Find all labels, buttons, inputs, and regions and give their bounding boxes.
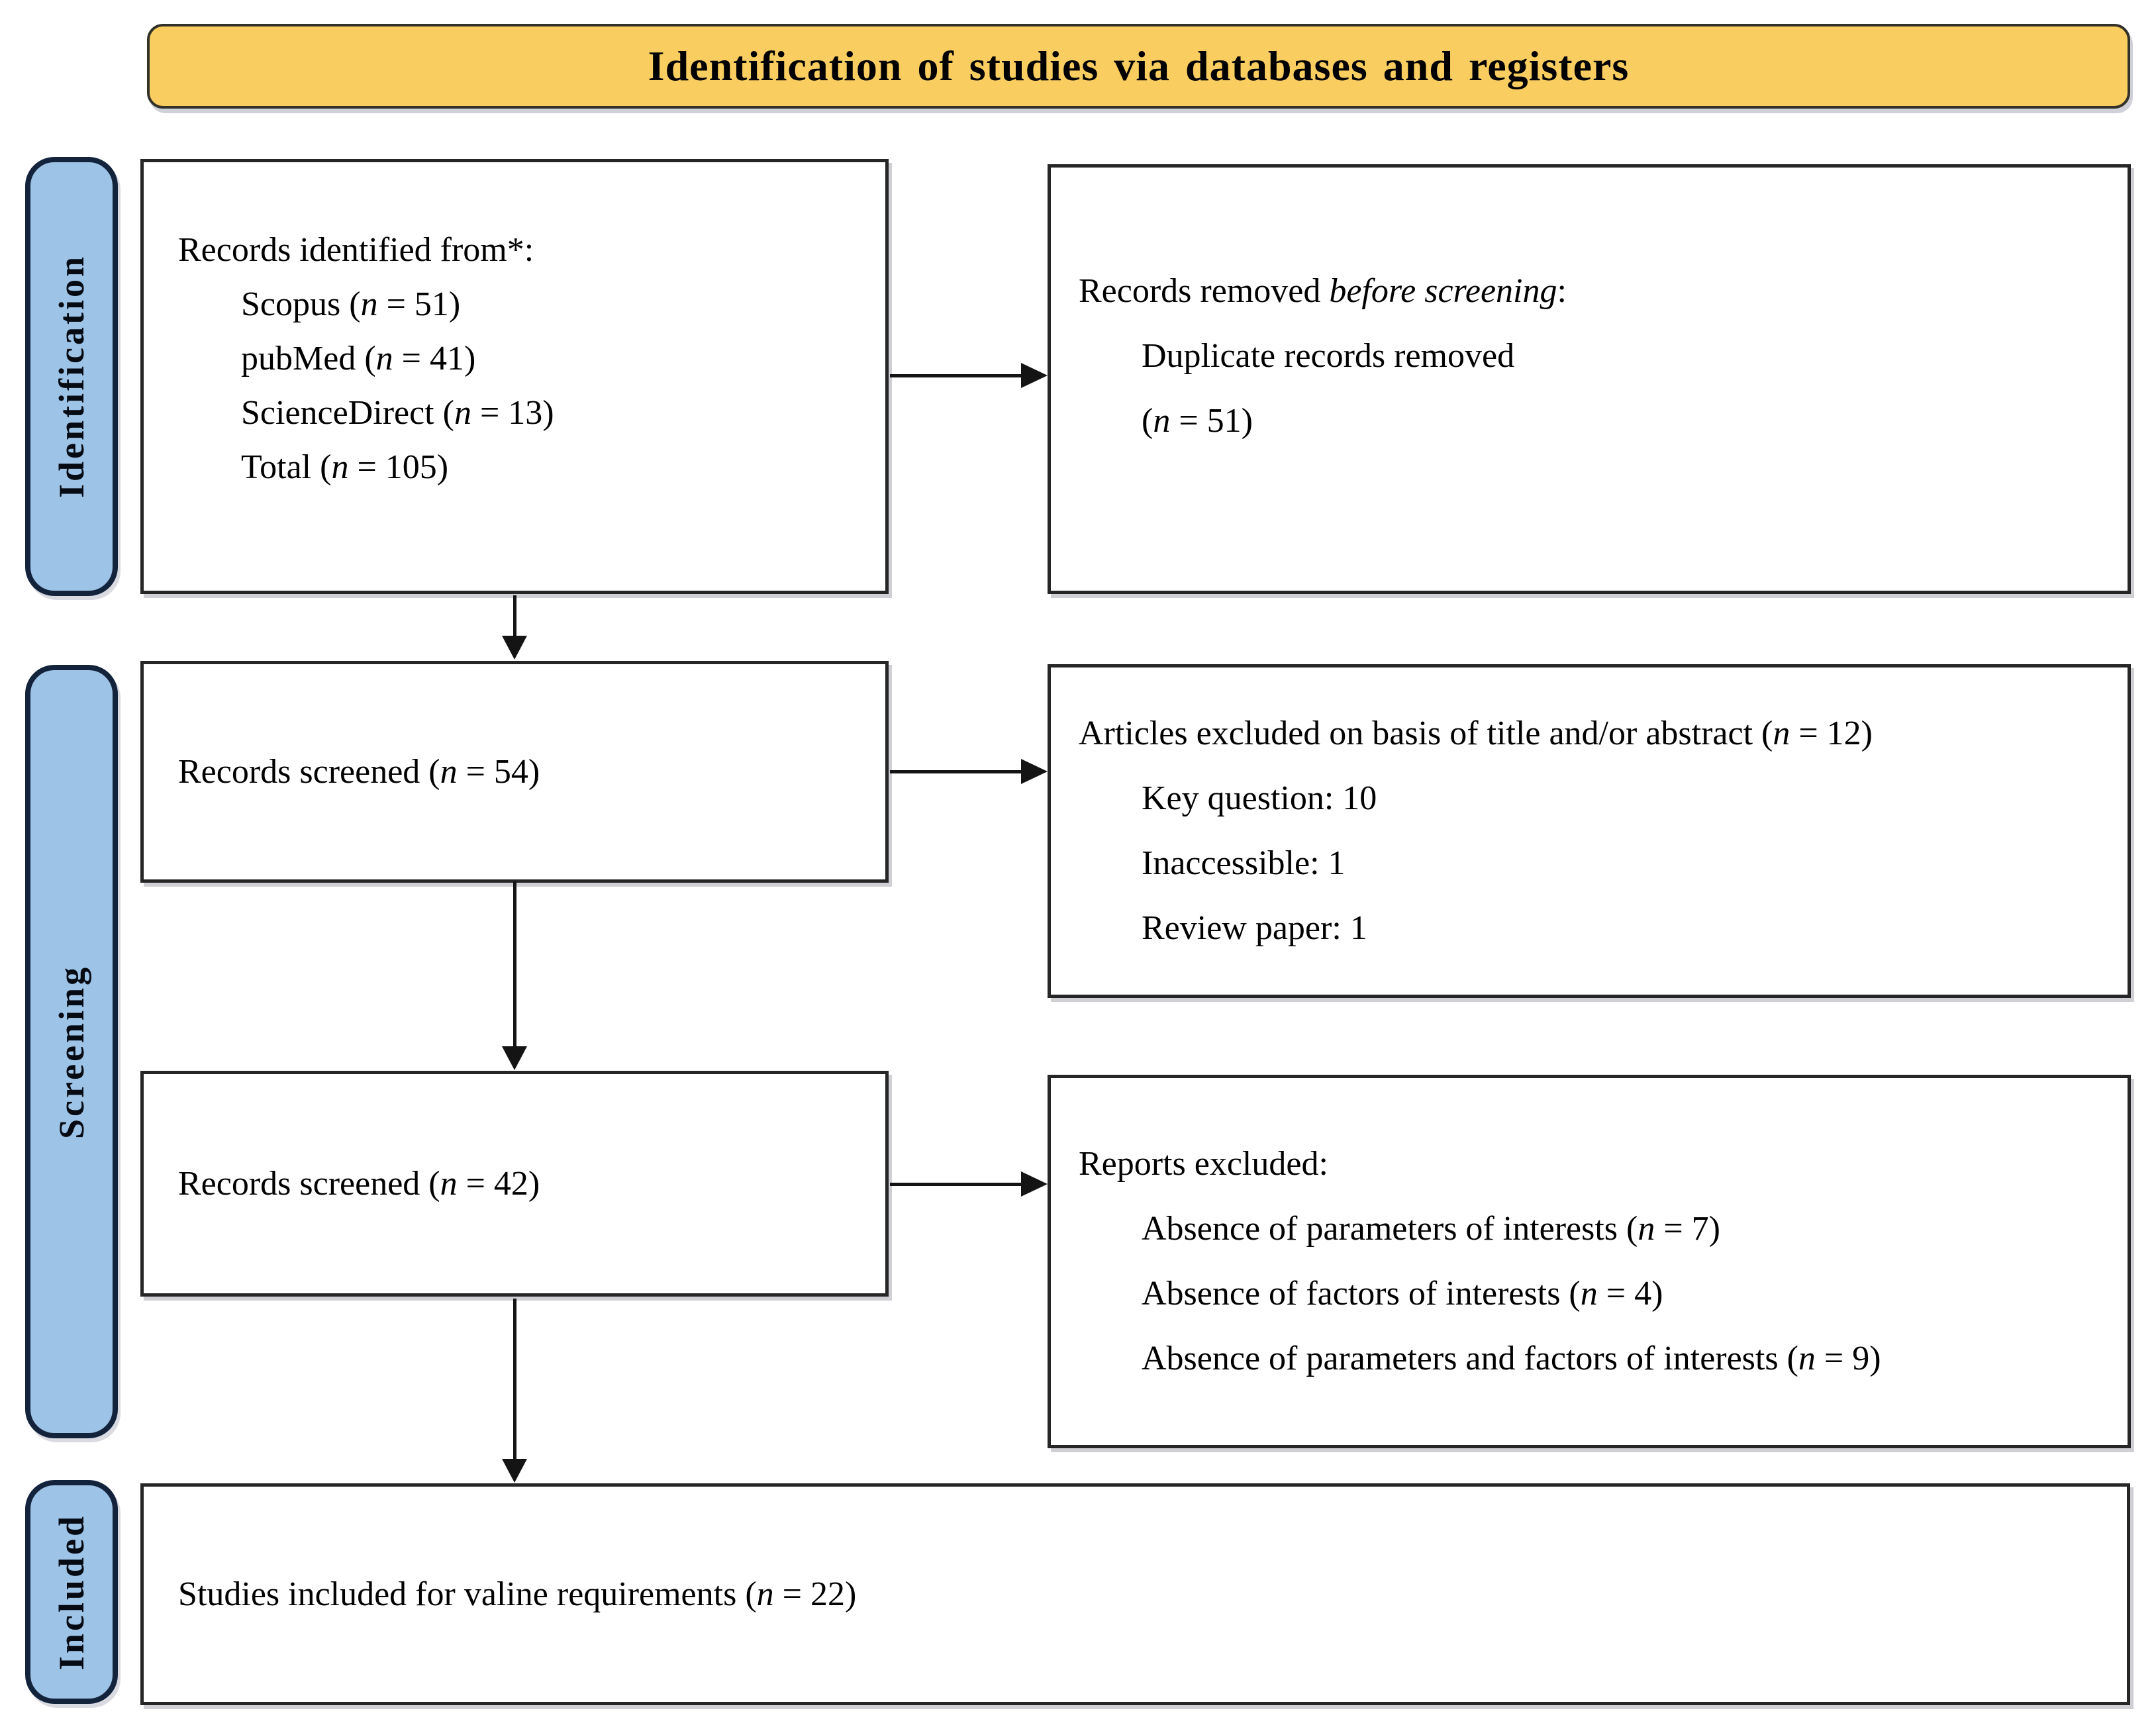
text-segment: Absence of parameters of interests ( [1142,1210,1638,1248]
list-item: Inaccessible: 1 [1142,831,2128,896]
text-segment: n [756,1575,774,1613]
text-segment: n [1638,1210,1655,1248]
box-records-identified: Records identified from*: Scopus (n = 51… [140,159,889,594]
arrow-line-screened42-to-reports-excluded [890,1183,1024,1186]
stage-label-text: Identification [52,254,91,499]
box-heading: Articles excluded on basis of title and/… [1079,701,2128,766]
arrowhead-screened42-to-reports-excluded [1021,1171,1048,1197]
text-segment: Records identified from*: [178,231,534,269]
text-segment: pubMed ( [241,340,376,377]
text-segment: n [1153,401,1171,440]
list-item: Absence of parameters and factors of int… [1142,1326,2128,1391]
text-segment: Scopus ( [241,285,361,323]
list-item: Absence of parameters of interests (n = … [1142,1197,2128,1261]
text-segment: = 51) [377,285,461,323]
text-segment: = 42) [457,1165,540,1203]
text-segment: = 12) [1790,715,1873,752]
stage-label-screening: Screening [25,665,118,1438]
box-records-screened-54: Records screened (n = 54) [140,661,889,883]
stage-label-text: Screening [52,964,91,1139]
list-item: (n = 51) [1142,389,2128,454]
text-segment: Duplicate records removed [1142,336,1515,375]
stage-label-included: Included [25,1480,118,1704]
text-segment: n [1580,1275,1598,1312]
text-segment: n [440,1165,458,1203]
box-heading: Records screened (n = 54) [178,752,885,791]
arrowhead-screened54-to-screened42 [502,1046,527,1070]
list-item: ScienceDirect (n = 13) [241,386,879,440]
text-segment: n [375,340,393,377]
box-records-screened-42: Records screened (n = 42) [140,1071,889,1297]
box-heading: Studies included for valine requirements… [178,1575,2127,1614]
text-segment: n [360,285,378,323]
box-articles-excluded: Articles excluded on basis of title and/… [1048,664,2131,998]
box-heading: Records identified from*: [178,223,879,277]
box-heading: Records removed before screening: [1079,259,2128,324]
text-segment: before screening [1329,272,1557,310]
text-segment: Records screened ( [178,1165,440,1203]
text-segment: Review paper: 1 [1142,909,1367,947]
arrow-line-identified-to-screened54 [513,595,516,638]
text-segment: = 9) [1815,1340,1881,1377]
arrowhead-screened42-to-included [502,1459,527,1483]
box-records-removed: Records removed before screening: Duplic… [1048,164,2131,594]
text-segment: n [440,753,458,791]
list-item: pubMed (n = 41) [241,332,879,386]
text-segment: n [331,448,349,486]
text-segment: n [1773,715,1790,752]
text-segment: Records removed [1079,272,1330,310]
list-item: Scopus (n = 51) [241,277,879,332]
arrow-line-screened42-to-included [513,1299,516,1461]
text-segment: n [454,394,471,432]
text-segment: Absence of parameters and factors of int… [1142,1340,1798,1377]
text-segment: = 105) [348,448,449,486]
box-heading: Reports excluded: [1079,1132,2128,1197]
text-segment: = 7) [1655,1210,1721,1248]
text-segment: Records screened ( [178,753,440,791]
arrow-line-screened54-to-articles-excluded [890,770,1024,773]
text-segment: Articles excluded on basis of title and/… [1079,715,1773,752]
arrow-line-screened54-to-screened42 [513,881,516,1048]
text-segment: ScienceDirect ( [241,394,454,432]
box-reports-excluded: Reports excluded: Absence of parameters … [1048,1075,2131,1448]
list-item: Absence of factors of interests (n = 4) [1142,1261,2128,1326]
title-banner: Identification of studies via databases … [147,24,2130,109]
list-item: Duplicate records removed [1142,324,2128,389]
arrowhead-identified-to-screened54 [502,636,527,660]
text-segment: Studies included for valine requirements… [178,1575,757,1613]
arrowhead-identified-to-removed [1021,363,1048,388]
text-segment: = 54) [457,753,540,791]
text-segment: Key question: 10 [1142,779,1377,817]
box-heading: Records screened (n = 42) [178,1164,885,1203]
list-item: Review paper: 1 [1142,896,2128,961]
text-segment: = 4) [1597,1275,1663,1312]
text-segment: ( [1142,401,1153,440]
stage-label-text: Included [52,1513,91,1671]
text-segment: Inaccessible: 1 [1142,844,1346,882]
text-segment: = 51) [1170,401,1253,440]
text-segment: = 41) [393,340,476,377]
list-item: Key question: 10 [1142,766,2128,831]
text-segment: Absence of factors of interests ( [1142,1275,1581,1312]
text-segment: Reports excluded: [1079,1145,1328,1183]
text-segment: n [1798,1340,1816,1377]
text-segment: : [1557,272,1567,310]
text-segment: Total ( [241,448,332,486]
list-item: Total (n = 105) [241,440,879,495]
box-studies-included: Studies included for valine requirements… [140,1483,2130,1705]
arrowhead-screened54-to-articles-excluded [1021,759,1048,784]
text-segment: = 13) [471,394,554,432]
text-segment: = 22) [773,1575,857,1613]
stage-label-identification: Identification [25,157,118,596]
diagram-title: Identification of studies via databases … [648,42,1630,89]
arrow-line-identified-to-removed [890,374,1024,377]
